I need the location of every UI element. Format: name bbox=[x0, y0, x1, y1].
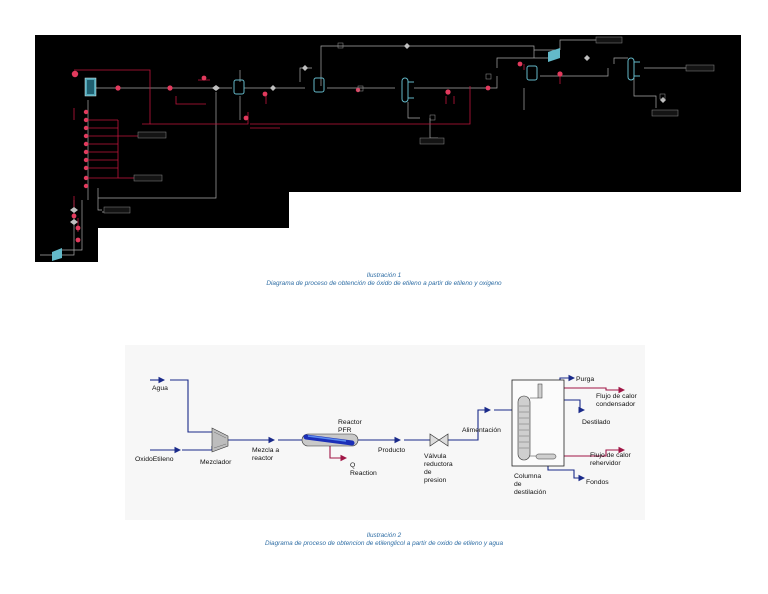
distillation-column-icon bbox=[517, 383, 557, 461]
label-purga: Purga bbox=[576, 376, 594, 383]
pressure-reducing-valve-icon bbox=[429, 433, 449, 447]
label-flujo-calor-rehervidor-2: rehervidor bbox=[590, 460, 621, 467]
label-mezclador: Mezclador bbox=[200, 459, 232, 466]
figure-1-text: Diagrama de proceso de obtención de óxid… bbox=[266, 280, 502, 287]
label-destilacion: destilación bbox=[514, 489, 546, 496]
energy-streams bbox=[73, 64, 561, 232]
label-q: Q bbox=[350, 462, 355, 469]
figure-2-caption: Ilustración 2 Diagrama de proceso de obt… bbox=[0, 532, 768, 548]
label-alimentacion: Alimentación bbox=[462, 427, 501, 434]
label-mezcla-a: Mezcla a bbox=[252, 447, 279, 454]
separator-icon bbox=[313, 77, 325, 93]
label-reactor-stream: reactor bbox=[252, 455, 274, 462]
label-reactor: Reactor bbox=[338, 419, 363, 426]
pfr-reactor-icon bbox=[301, 433, 359, 447]
label-oxido-etileno: OxidoEtileno bbox=[135, 456, 174, 463]
label-flujo-calor-condensador-1: Flujo de calor bbox=[596, 393, 638, 400]
label-presion: presion bbox=[424, 477, 447, 484]
label-pfr: PFR bbox=[338, 427, 352, 434]
label-fondos: Fondos bbox=[586, 479, 609, 486]
label-columna-de: de bbox=[514, 481, 522, 488]
label-flujo-calor-condensador-2: condensador bbox=[596, 401, 636, 408]
figure-1-caption: Ilustración 1 Diagrama de proceso de obt… bbox=[0, 272, 768, 288]
column-icon bbox=[401, 57, 640, 103]
figure-1-title: Ilustración 1 bbox=[366, 272, 402, 279]
separator-icon bbox=[233, 79, 245, 95]
figure-2-title: Ilustración 2 bbox=[366, 532, 402, 539]
label-columna: Columna bbox=[514, 473, 541, 480]
diagram-2-energy-streams bbox=[329, 386, 626, 462]
label-reductora: reductora bbox=[424, 461, 453, 468]
label-destilado: Destilado bbox=[582, 419, 611, 426]
diagram-2-material-streams bbox=[150, 374, 586, 482]
ethylene-glycol-process-flow-diagram: Agua OxidoEtileno Mezclador Mezcla a rea… bbox=[125, 345, 645, 520]
compressor-icon bbox=[52, 248, 62, 261]
mixer-icon bbox=[211, 427, 229, 453]
figure-2-text: Diagrama de proceso de obtencion de etil… bbox=[264, 540, 504, 547]
label-flujo-calor-rehervidor-1: Flujo de calor bbox=[590, 452, 632, 459]
label-agua: Agua bbox=[152, 385, 168, 392]
compressor-icon bbox=[548, 48, 560, 62]
pfd-canvas bbox=[35, 35, 741, 262]
ethylene-oxide-process-flow-diagram bbox=[35, 35, 741, 262]
label-valvula: Válvula bbox=[424, 453, 447, 460]
label-producto: Producto bbox=[378, 447, 405, 454]
pfd-equipment bbox=[52, 36, 715, 261]
separator-icon bbox=[526, 65, 538, 81]
label-de: de bbox=[424, 469, 432, 476]
label-reaction: Reaction bbox=[350, 470, 377, 477]
